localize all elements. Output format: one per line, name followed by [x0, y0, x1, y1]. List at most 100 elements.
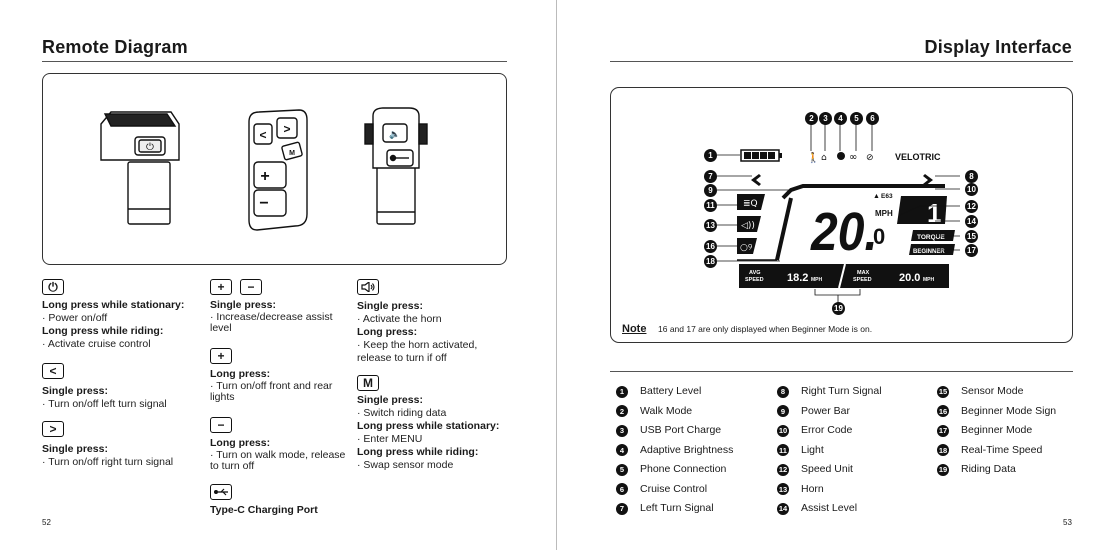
plus-minus-text: · Increase/decrease assist level — [210, 311, 333, 334]
phone-connection-icon: ∞ — [849, 152, 857, 163]
callout-lines — [717, 121, 960, 303]
remote-keypad-illustration: < > M + − — [248, 109, 308, 231]
cruise-control-icon: ⊘ — [866, 153, 874, 163]
svg-text:⏻: ⏻ — [146, 142, 154, 153]
m-heading-single: Single press: — [357, 394, 423, 406]
beginner-mode: BEGINNER — [913, 249, 945, 255]
m-heading-riding: Long press while riding: — [357, 446, 479, 458]
remote-illustrations: ⏻ < > M + − 🔈 — [100, 107, 428, 231]
left-turn-icon — [751, 174, 761, 186]
title-rule-right — [610, 61, 1073, 62]
brightness-icon — [837, 152, 845, 160]
right-arrow-icon: > — [42, 421, 64, 437]
callout-3: 3 — [819, 112, 832, 125]
power-heading-riding: Long press while riding: — [42, 325, 164, 337]
beginner-leaf-icon: ○୨ — [740, 243, 753, 253]
power-bar-arc — [781, 184, 945, 200]
lights-text: · Turn on/off front and rear lights — [210, 380, 333, 403]
right-signal-heading: Single press: — [42, 443, 108, 455]
speaker-icon — [357, 279, 379, 295]
callout-5: 5 — [850, 112, 863, 125]
note-text: 16 and 17 are only displayed when Beginn… — [658, 324, 873, 334]
battery-icon — [740, 149, 782, 162]
avg-unit: MPH — [811, 277, 823, 283]
light-icon: ≣Q — [743, 199, 758, 209]
plus-minus-heading: Single press: — [210, 299, 276, 311]
title-rule — [42, 61, 507, 62]
plus-icon-2: + — [210, 348, 232, 364]
callout-1: 1 — [704, 149, 717, 162]
remote-col-1: ⏻ Long press while stationary: · Power o… — [42, 279, 202, 469]
callout-12: 12 — [965, 200, 978, 213]
avg-label-1: AVG — [749, 270, 761, 276]
light-icon-block — [737, 194, 765, 210]
walk-text: · Turn on walk mode, release to turn off — [210, 449, 346, 472]
legend-rule — [610, 371, 1073, 372]
callout-2: 2 — [805, 112, 818, 125]
callout-16: 16 — [704, 240, 717, 253]
page-number-right: 53 — [1063, 518, 1072, 527]
callout-19: 19 — [832, 302, 845, 315]
m-text-riding: · Swap sensor mode — [357, 459, 454, 471]
max-unit: MPH — [923, 277, 935, 283]
remote-col-2: + − Single press: · Increase/decrease as… — [210, 279, 350, 517]
horn-text-long: · Keep the horn activated, release to tu… — [357, 339, 478, 364]
callout-11: 11 — [704, 199, 717, 212]
beginner-sign-block — [737, 238, 757, 254]
svg-text:M: M — [289, 150, 295, 157]
callout-4: 4 — [834, 112, 847, 125]
callout-15: 15 — [965, 230, 978, 243]
note-label: Note — [622, 323, 647, 335]
sensor-mode: TORQUE — [917, 234, 945, 241]
left-signal-text: · Turn on/off left turn signal — [42, 398, 167, 410]
callout-10: 10 — [965, 183, 978, 196]
walk-mode-icon: 🚶 — [807, 151, 819, 164]
svg-text:🔈: 🔈 — [389, 130, 400, 140]
assist-level-block — [897, 196, 947, 224]
svg-text:>: > — [283, 122, 290, 136]
right-signal-text: · Turn on/off right turn signal — [42, 456, 174, 468]
power-bar-slant — [775, 197, 793, 261]
power-icon: ⏻ — [42, 279, 64, 295]
lights-heading: Long press: — [210, 368, 271, 380]
usb-heading: Type-C Charging Port — [210, 504, 318, 516]
power-text-stationary: · Power on/off — [42, 312, 108, 324]
assist-level: 1 — [927, 198, 941, 228]
remote-diagram-box: ⏻ < > M + − 🔈 — [42, 73, 507, 265]
remote-col-3: Single press: · Activate the horn Long p… — [357, 279, 509, 472]
remote-power-unit-illustration: ⏻ — [100, 111, 180, 225]
m-heading-stationary: Long press while stationary: — [357, 420, 500, 432]
remote-horn-unit-illustration: 🔈 — [364, 107, 428, 225]
lcd-screen: 🚶 ⌂ ∞ ⊘ VELOTRIC ≣Q ◁)) ○୨ ▲ E63 20. 0 M… — [737, 149, 955, 289]
avg-label-2: SPEED — [745, 277, 764, 283]
callout-9: 9 — [704, 184, 717, 197]
usb-icon — [210, 484, 232, 500]
horn-text-single: · Activate the horn — [357, 313, 442, 325]
callout-8: 8 — [965, 170, 978, 183]
sensor-mode-block — [911, 230, 955, 241]
left-arrow-icon: < — [42, 363, 64, 379]
brand-label: VELOTRIC — [895, 152, 941, 162]
callout-13: 13 — [704, 219, 717, 232]
m-text-single: · Switch riding data — [357, 407, 447, 419]
callout-17: 17 — [965, 244, 978, 257]
callout-7: 7 — [704, 170, 717, 183]
max-value: 20.0 — [899, 272, 920, 284]
speed-unit: MPH — [875, 209, 893, 218]
svg-text:−: − — [259, 195, 268, 212]
